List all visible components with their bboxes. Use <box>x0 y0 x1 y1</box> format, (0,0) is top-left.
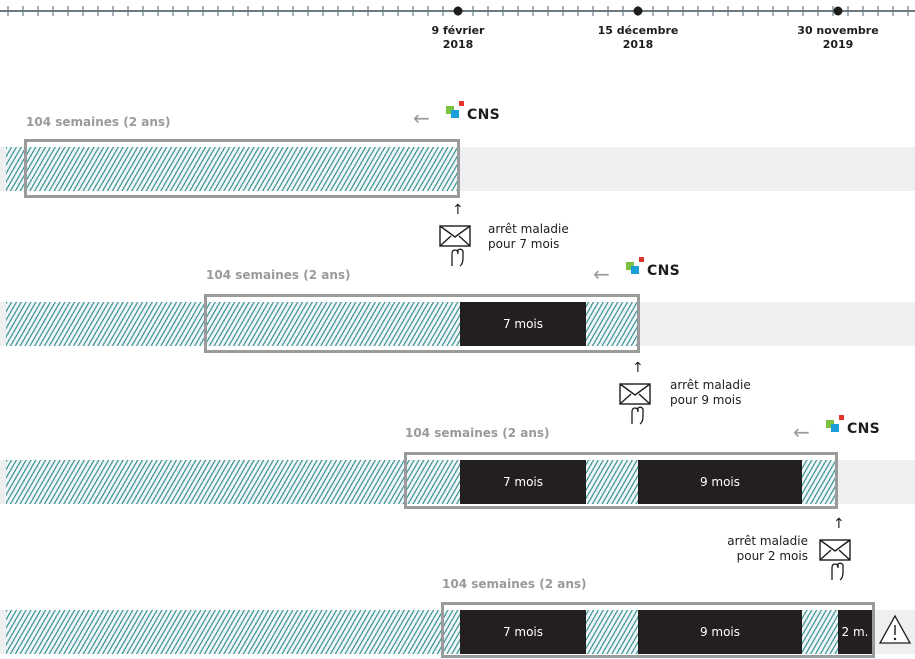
row1-left-arrow-icon: ← <box>413 106 430 130</box>
row1-window-frame <box>24 139 460 198</box>
note3-line1: arrêt maladie <box>727 534 808 548</box>
note2-up-arrow-icon: ↑ <box>632 360 644 376</box>
note3-up-arrow-icon: ↑ <box>833 516 845 532</box>
date-label-2-line2: 2018 <box>622 38 654 51</box>
row2-period-label: 104 semaines (2 ans) <box>206 268 351 282</box>
note1: arrêt maladie pour 7 mois <box>488 222 569 252</box>
warning-triangle-icon <box>878 614 912 644</box>
note1-line1: arrêt maladie <box>488 222 569 236</box>
row2-left-arrow-icon: ← <box>593 262 610 286</box>
row3-cns-text: CNS <box>847 421 880 437</box>
note1-up-arrow-icon: ↑ <box>452 202 464 218</box>
timeline-marker-1 <box>453 6 463 16</box>
date-label-2-line1: 15 décembre <box>597 24 679 37</box>
row1-hatch <box>6 147 458 191</box>
row2-window-frame <box>204 294 640 353</box>
timeline-axis <box>0 6 915 16</box>
row4-window-frame <box>441 602 875 658</box>
row2-block-7-mois: 7 mois <box>460 302 586 346</box>
date-label-1: 9 février 2018 <box>403 24 513 52</box>
row2-cns-text: CNS <box>647 263 680 279</box>
note1-envelope-hand-icon <box>439 225 471 267</box>
timeline: 9 février 2018 15 décembre 2018 30 novem… <box>0 0 915 60</box>
row4-block-7-mois: 7 mois <box>460 610 586 654</box>
date-label-1-line2: 2018 <box>442 38 474 51</box>
row3-block-9-mois: 9 mois <box>638 460 802 504</box>
row3-period-label: 104 semaines (2 ans) <box>405 426 550 440</box>
row4-period-label: 104 semaines (2 ans) <box>442 577 587 591</box>
note3-envelope-hand-icon <box>819 539 851 581</box>
row1-period-label: 104 semaines (2 ans) <box>26 115 171 129</box>
note3: arrêt maladie pour 2 mois <box>708 534 808 564</box>
date-label-1-line1: 9 février <box>431 24 485 37</box>
row3-window-frame <box>404 452 838 509</box>
row1-cns-text: CNS <box>467 107 500 123</box>
note2-line1: arrêt maladie <box>670 378 751 392</box>
cns-logo-icon <box>446 101 464 118</box>
note2-envelope-hand-icon <box>619 383 651 425</box>
note2: arrêt maladie pour 9 mois <box>670 378 751 408</box>
row4-block-9-mois: 9 mois <box>638 610 802 654</box>
timeline-marker-2 <box>633 6 643 16</box>
note3-line2: pour 2 mois <box>736 549 808 563</box>
note1-line2: pour 7 mois <box>488 237 560 251</box>
cns-logo-icon <box>826 415 844 432</box>
timeline-marker-3 <box>833 6 843 16</box>
cns-logo-icon <box>626 257 644 274</box>
note2-line2: pour 9 mois <box>670 393 742 407</box>
date-label-3-line1: 30 novembre <box>797 24 879 37</box>
date-label-3-line2: 2019 <box>822 38 854 51</box>
row3-block-7-mois: 7 mois <box>460 460 586 504</box>
row3-left-arrow-icon: ← <box>793 420 810 444</box>
date-label-2: 15 décembre 2018 <box>583 24 693 52</box>
row4-block-2-m: 2 m. <box>838 610 872 654</box>
date-label-3: 30 novembre 2019 <box>783 24 893 52</box>
